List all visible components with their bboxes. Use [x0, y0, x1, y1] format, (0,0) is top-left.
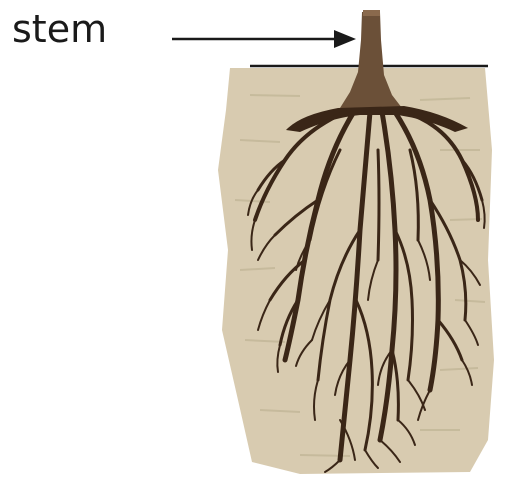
- stem-cut-top: [363, 10, 380, 16]
- stem-arrow-head: [334, 30, 356, 48]
- stem-label: stem: [12, 10, 107, 48]
